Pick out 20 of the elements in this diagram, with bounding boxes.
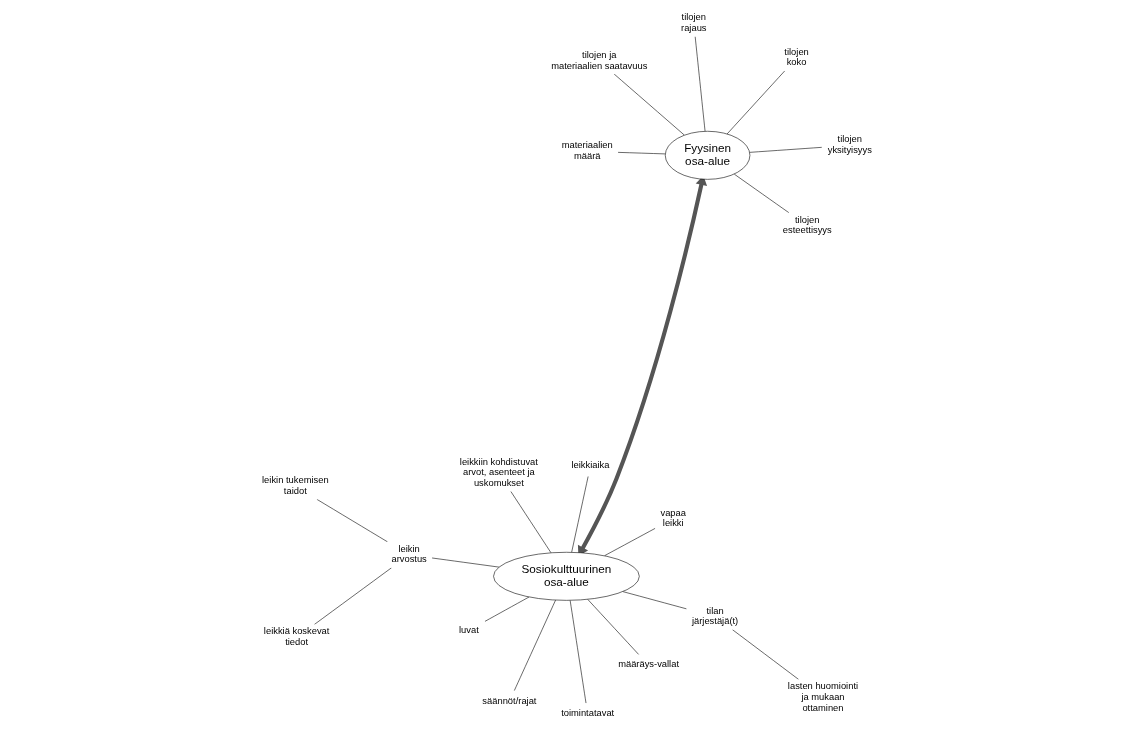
node-text: materiaalien määrä xyxy=(561,140,613,161)
node-text: leikin arvostus xyxy=(391,543,427,565)
node-ellipse: Fyysinen osa-alue xyxy=(664,130,751,180)
node-text: määräys-vallat xyxy=(618,659,679,670)
node-text: tilan järjestäjä(t) xyxy=(691,605,739,627)
node-text: tilojen esteettisyys xyxy=(782,214,832,236)
node-text: toimintatavat xyxy=(561,708,615,719)
node-text: tilojen yksityisyys xyxy=(827,134,872,155)
node-text: leikkiä koskevat tiedot xyxy=(263,626,330,647)
node-text: leikin tukemisen taidot xyxy=(262,475,329,496)
node-text: luvat xyxy=(458,624,479,635)
node-text: tilojen rajaus xyxy=(681,12,707,33)
node-text: vapaa leikki xyxy=(660,507,686,529)
node-text: tilojen ja materiaalien saatavuus xyxy=(551,50,648,71)
node-text: tilojen koko xyxy=(784,46,809,68)
node-ellipse: Sosiokulttuurinen osa-alue xyxy=(493,551,640,601)
node-text: leikkiin kohdistuvat arvot, asenteet ja uskomukset xyxy=(459,456,538,488)
node-text: leikkiaika xyxy=(571,459,610,470)
node-text: säännöt/rajat xyxy=(482,695,537,706)
node-text: lasten huomiointi ja mukaan ottaminen xyxy=(787,681,859,713)
